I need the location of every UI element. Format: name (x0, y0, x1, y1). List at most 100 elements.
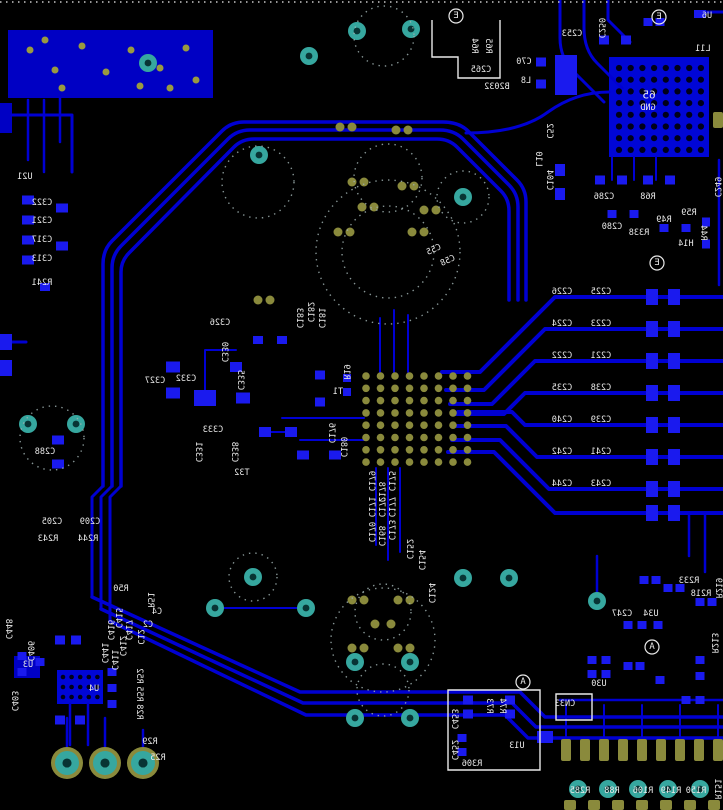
ref-label: C247 (612, 609, 632, 619)
ref-label: C178 (376, 482, 386, 502)
ref-label: C317 (32, 235, 52, 245)
ref-label: R151 (712, 779, 722, 799)
ref-label: C452 (449, 740, 459, 760)
ref-label: R150 (686, 786, 706, 796)
ref-label: C326 (210, 318, 230, 328)
ref-label: C183 (294, 308, 304, 328)
ref-label: 65 (642, 89, 655, 102)
ref-label: C250 (596, 18, 606, 38)
circled-letter: E (453, 11, 458, 21)
ref-label: L10 (533, 151, 543, 166)
ref-label: R29 (142, 737, 157, 747)
ref-label: R44 (698, 225, 708, 240)
ref-label: C280 (602, 222, 622, 232)
ref-label: C152 (404, 539, 414, 559)
ref-label: R51 (145, 592, 155, 607)
ref-label: C327 (145, 376, 165, 386)
ref-label: C243 (591, 479, 611, 489)
ref-label: C4 (152, 607, 162, 617)
ref-label: R338 (629, 228, 649, 238)
ref-label: U3 (23, 660, 33, 670)
connector-pads (561, 112, 723, 810)
ref-label: C335 (235, 370, 245, 390)
ref-label: R218 (691, 589, 711, 599)
ref-label: R65 (483, 38, 493, 53)
ref-label: R244 (78, 534, 98, 544)
ref-label: R28 (134, 704, 144, 719)
ref-label: C412 (117, 636, 127, 656)
circled-letter: E (654, 258, 659, 268)
ref-label: C171 (366, 497, 376, 517)
ref-label: U21 (17, 172, 32, 182)
ref-label: R241 (32, 278, 52, 288)
ref-label: C124 (426, 583, 436, 603)
ref-label: C175 (386, 471, 396, 491)
ref-label: C224 (552, 319, 572, 329)
ref-label: C265 (471, 65, 491, 75)
ref-label: C239 (591, 415, 611, 425)
ref-label: C403 (9, 691, 19, 711)
bga-grids (60, 64, 705, 700)
ref-label: C181 (316, 308, 326, 328)
ref-label: R219 (713, 578, 723, 598)
ref-label: U34 (643, 609, 658, 619)
ref-label: R68 (640, 192, 655, 202)
ref-label: B2032 (484, 82, 510, 92)
ref-label: C331 (193, 442, 203, 462)
ref-label: C182 (305, 302, 315, 322)
ref-label: C417 (123, 620, 133, 640)
ref-label: C172 (376, 497, 386, 517)
ref-label: C226 (552, 287, 572, 297)
ref-label: C332 (176, 374, 196, 384)
ref-label: C154 (416, 550, 426, 570)
ref-label: C411 (109, 650, 119, 670)
silkscreen-dotted-arcs (19, 5, 490, 717)
ref-label: U4 (89, 684, 99, 694)
ref-label: R213 (709, 633, 719, 653)
ref-label: T1 (333, 387, 343, 397)
ref-label: R52 (134, 668, 144, 683)
ref-label: U6 (702, 11, 712, 21)
ref-label: R285 (570, 786, 590, 796)
ref-label: H14 (678, 239, 693, 249)
ref-label: C441 (99, 643, 109, 663)
ref-label: C223 (591, 319, 611, 329)
ref-label: C333 (203, 425, 223, 435)
ref-label: C179 (366, 471, 376, 491)
ref-label: R50 (113, 584, 128, 594)
ref-label: U30 (591, 679, 606, 689)
ref-label: C180 (338, 437, 348, 457)
ref-label: C242 (552, 447, 572, 457)
ref-label: C222 (552, 351, 572, 361)
ref-label: C168 (376, 526, 386, 546)
ref-label: C406 (25, 641, 35, 661)
ref-label: C416 (105, 620, 115, 640)
ref-label: R233 (679, 576, 699, 586)
ref-label: C173 (386, 520, 396, 540)
ref-label: C221 (591, 351, 611, 361)
ref-label: R88 (604, 786, 619, 796)
circled-letter: A (520, 677, 526, 687)
ref-label: C52 (544, 123, 554, 138)
ref-label: R243 (38, 534, 58, 544)
ref-label: C415 (113, 608, 123, 628)
ref-label: U13 (509, 741, 524, 751)
circled-letter: A (649, 642, 655, 652)
ref-label: C235 (552, 383, 572, 393)
ref-label: R74 (497, 698, 507, 713)
ref-label: R49 (656, 215, 671, 225)
ref-label: C209 (80, 517, 100, 527)
ref-label: C253 (562, 29, 582, 39)
ref-label: C70 (516, 57, 531, 67)
ref-label: R59 (681, 208, 696, 218)
ref-label: C249 (712, 177, 722, 197)
ref-label: C170 (366, 522, 376, 542)
smd-pads (0, 10, 717, 756)
ref-label: C238 (591, 383, 611, 393)
silkscreen-outlines (431, 20, 593, 771)
ref-label: R106 (633, 786, 653, 796)
